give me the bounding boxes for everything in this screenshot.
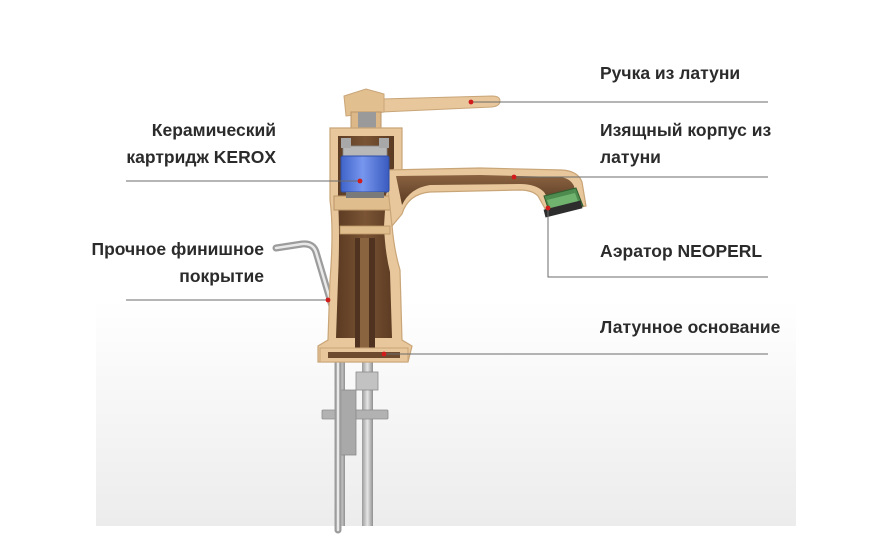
spout xyxy=(385,167,587,228)
label-body: Изящный корпус из латуни xyxy=(600,117,771,171)
label-cartridge-line-1: Керамический xyxy=(151,120,276,140)
label-body-line-1: Изящный корпус из xyxy=(600,120,772,140)
label-handle-line-1: Ручка из латуни xyxy=(600,63,741,83)
label-cartridge-line-2: картридж KEROX xyxy=(126,147,276,167)
callout-markers xyxy=(325,99,551,357)
marker-body xyxy=(511,174,517,180)
label-cartridge: Керамический картридж KEROX xyxy=(100,117,276,171)
leader-lines xyxy=(126,101,768,355)
label-handle: Ручка из латуни xyxy=(600,60,740,87)
marker-handle xyxy=(468,99,474,105)
cartridge xyxy=(340,138,390,198)
label-finish-line-1: Прочное финишное xyxy=(91,239,264,259)
label-finish-line-2: покрытие xyxy=(179,266,264,286)
backdrop-floor xyxy=(96,300,796,526)
label-finish: Прочное финишное покрытие xyxy=(40,236,264,290)
label-base-line-1: Латунное основание xyxy=(600,317,781,337)
marker-aerator xyxy=(545,205,551,211)
marker-cartridge xyxy=(357,178,363,184)
marker-finish xyxy=(325,297,331,303)
label-body-line-2: латуни xyxy=(600,147,661,167)
marker-base xyxy=(381,351,387,357)
label-base: Латунное основание xyxy=(600,314,780,341)
label-aerator: Аэратор NEOPERL xyxy=(600,238,762,265)
leader-aerator xyxy=(547,208,768,278)
aerator xyxy=(543,187,584,218)
label-aerator-line-1: Аэратор NEOPERL xyxy=(600,241,763,261)
